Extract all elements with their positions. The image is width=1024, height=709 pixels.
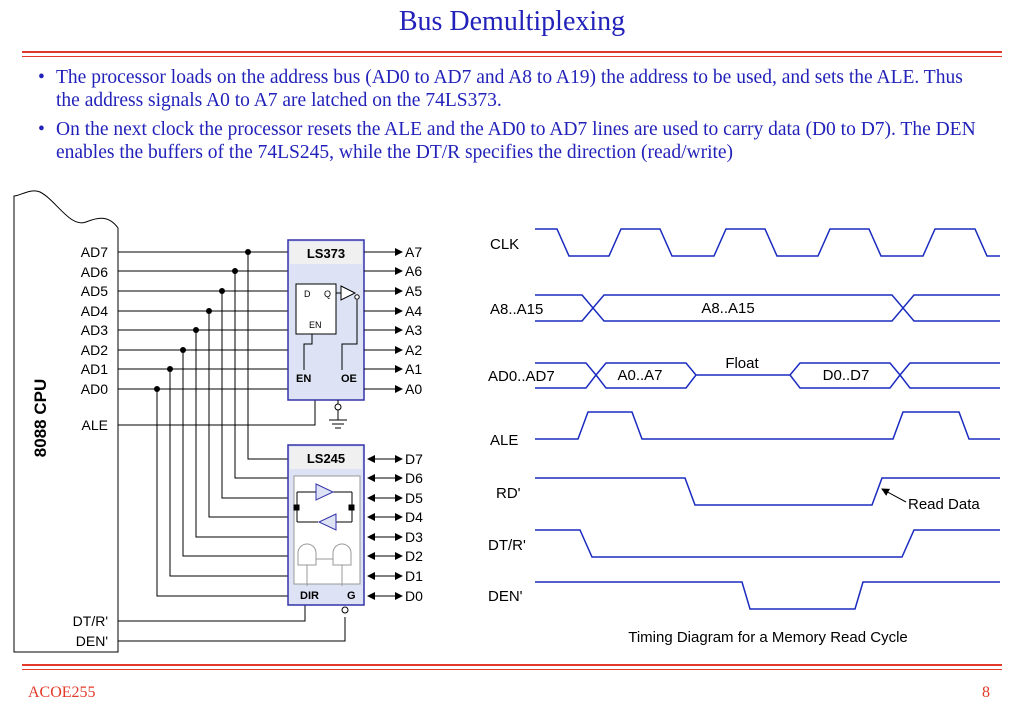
ls373-title: LS373 (307, 246, 345, 261)
a8-bus-waveform (535, 294, 1000, 322)
bus-value-a8: A8..A15 (701, 300, 754, 317)
ls373-output-label: A4 (405, 303, 422, 319)
bus-value-addr: A0..A7 (617, 367, 662, 384)
cpu-label: 8088 CPU (31, 379, 50, 457)
cpu-pin-label: AD3 (81, 322, 108, 338)
cpu-pin-label: AD0 (81, 381, 108, 397)
rd-waveform (535, 477, 1000, 506)
ls373-output-label: A3 (405, 322, 422, 338)
cpu-pin-label: AD7 (81, 244, 108, 260)
ale-waveform (535, 411, 1000, 440)
cpu-pin-label: AD1 (81, 361, 108, 377)
ls373-q-label: Q (324, 289, 331, 299)
ground-icon (329, 400, 347, 429)
bullet-item: • On the next clock the processor resets… (38, 118, 988, 164)
read-data-annotation: Read Data (908, 496, 980, 513)
dtr-waveform (535, 529, 1000, 558)
bullet-item: • The processor loads on the address bus… (38, 66, 988, 112)
ls373-d-label: D (304, 289, 311, 299)
ls245-g-label: G (347, 590, 356, 602)
ls245-output-label: D0 (405, 588, 423, 604)
ls373-en-inner-label: EN (309, 320, 322, 330)
ls245-output-label: D4 (405, 509, 423, 525)
slide-title: Bus Demultiplexing (398, 6, 626, 37)
ls373-output-label: A2 (405, 342, 422, 358)
timing-caption: Timing Diagram for a Memory Read Cycle (628, 629, 908, 646)
ls373-oe-label: OE (341, 373, 357, 385)
ls245-title: LS245 (307, 451, 345, 466)
cpu-block (13, 190, 119, 653)
title-rule-thin (22, 56, 1002, 57)
footer-page-number: 8 (982, 684, 990, 701)
read-data-arrow (881, 488, 907, 503)
ls373-output-label: A1 (405, 361, 422, 377)
cpu-pin-label: AD6 (81, 264, 108, 280)
timing-signal-label: A8..A15 (490, 301, 543, 318)
ad-bus-waveform (535, 362, 1000, 389)
ls245-output-label: D6 (405, 470, 423, 486)
bullet-text: On the next clock the processor resets t… (56, 119, 976, 163)
clk-waveform (535, 228, 1000, 257)
bullet-marker: • (38, 119, 45, 140)
ls245-output-label: D7 (405, 451, 423, 467)
ls373-output-label: A5 (405, 283, 422, 299)
timing-signal-label: RD' (496, 485, 521, 502)
bus-value-float: Float (725, 355, 759, 372)
ls373-output-label: A6 (405, 263, 422, 279)
ls245-output-label: D2 (405, 548, 423, 564)
ls373-output-arrows (364, 248, 403, 393)
footer-rule-thin (22, 669, 1002, 670)
timing-signal-label: DEN' (488, 588, 523, 605)
footer-rule (22, 664, 1002, 666)
cpu-pin-label: AD4 (81, 303, 108, 319)
ls245-internal (293, 475, 361, 586)
ls245-output-label: D3 (405, 529, 423, 545)
ls245-dir-label: DIR (300, 590, 319, 602)
timing-signal-label: DT/R' (488, 537, 526, 554)
footer-course-code: ACOE255 (28, 684, 96, 701)
junction-dots (154, 249, 251, 392)
ls245-output-label: D5 (405, 490, 423, 506)
den-waveform (535, 581, 1000, 610)
timing-signal-label: CLK (490, 236, 519, 253)
cpu-pin-label: AD2 (81, 342, 108, 358)
bullet-list: • The processor loads on the address bus… (38, 66, 988, 170)
timing-signal-label: AD0..AD7 (488, 368, 555, 385)
ls373-internal (295, 283, 360, 370)
bus-value-data: D0..D7 (823, 367, 870, 384)
cpu-ale-label: ALE (82, 417, 108, 433)
ls373-output-label: A0 (405, 381, 422, 397)
ad-bus-wires (118, 251, 346, 642)
ls373-output-label: A7 (405, 244, 422, 260)
cpu-pin-label: AD5 (81, 283, 108, 299)
ls373-en-label: EN (296, 373, 311, 385)
inverter-bubble (341, 606, 349, 614)
bullet-text: The processor loads on the address bus (… (56, 67, 963, 111)
cpu-dtr-label: DT/R' (73, 613, 108, 629)
bullet-marker: • (38, 67, 45, 88)
timing-signal-label: ALE (490, 432, 518, 449)
ls245-bidir-arrows (367, 455, 403, 600)
cpu-den-label: DEN' (76, 633, 108, 649)
title-rule (22, 51, 1002, 53)
ls245-output-label: D1 (405, 568, 423, 584)
